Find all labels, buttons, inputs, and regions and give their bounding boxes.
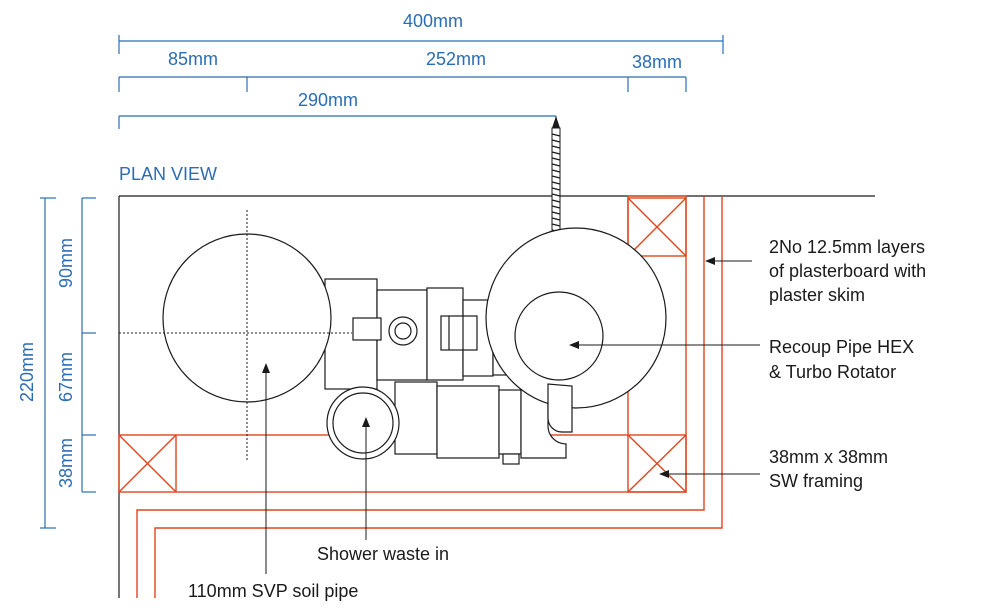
plasterboard-label-line-2: of plasterboard with <box>769 261 926 281</box>
shower-waste-label: Shower waste in <box>317 544 449 564</box>
wall-outline <box>118 195 875 598</box>
depth-mid-label: 67mm <box>56 352 76 402</box>
plasterboard-label-line-3: plaster skim <box>769 285 865 305</box>
framing-label: 38mm x 38mm SW framing <box>769 447 888 491</box>
rod-offset-label: 290mm <box>298 90 358 110</box>
plasterboard-label-line-1: 2No 12.5mm layers <box>769 237 925 257</box>
plasterboard-label: 2No 12.5mm layers of plasterboard with p… <box>769 237 926 305</box>
dimension-overall-depth: 220mm <box>17 197 56 529</box>
recoup-pipe-hex <box>485 227 667 459</box>
svp-soil-pipe <box>119 210 352 462</box>
overall-depth-label: 220mm <box>17 342 37 402</box>
pipe-fittings <box>324 278 522 465</box>
dimension-overall-width: 400mm <box>118 11 724 54</box>
recoup-label-line-2: & Turbo Rotator <box>769 362 896 382</box>
depth-top-label: 90mm <box>56 238 76 288</box>
dimension-rod-offset: 290mm <box>118 90 557 129</box>
recoup-label: Recoup Pipe HEX & Turbo Rotator <box>769 337 914 382</box>
depth-bottom-label: 38mm <box>56 438 76 488</box>
framing-label-line-1: 38mm x 38mm <box>769 447 888 467</box>
page-title: PLAN VIEW <box>119 164 217 184</box>
threaded-rod <box>551 116 561 241</box>
right-dimension-label: 38mm <box>632 52 682 72</box>
leader-lines <box>262 257 760 574</box>
recoup-label-line-1: Recoup Pipe HEX <box>769 337 914 357</box>
framing-label-line-2: SW framing <box>769 471 863 491</box>
dimension-depth-segments: 90mm 67mm 38mm <box>56 197 96 493</box>
middle-dimension-label: 252mm <box>426 49 486 69</box>
dimension-row-2: 85mm 252mm 38mm <box>118 49 687 92</box>
shower-waste-pipe <box>326 386 400 460</box>
overall-width-label: 400mm <box>403 11 463 31</box>
plasterboard-layers <box>136 196 723 598</box>
left-offset-label: 85mm <box>168 49 218 69</box>
soil-pipe-label: 110mm SVP soil pipe <box>188 581 358 601</box>
